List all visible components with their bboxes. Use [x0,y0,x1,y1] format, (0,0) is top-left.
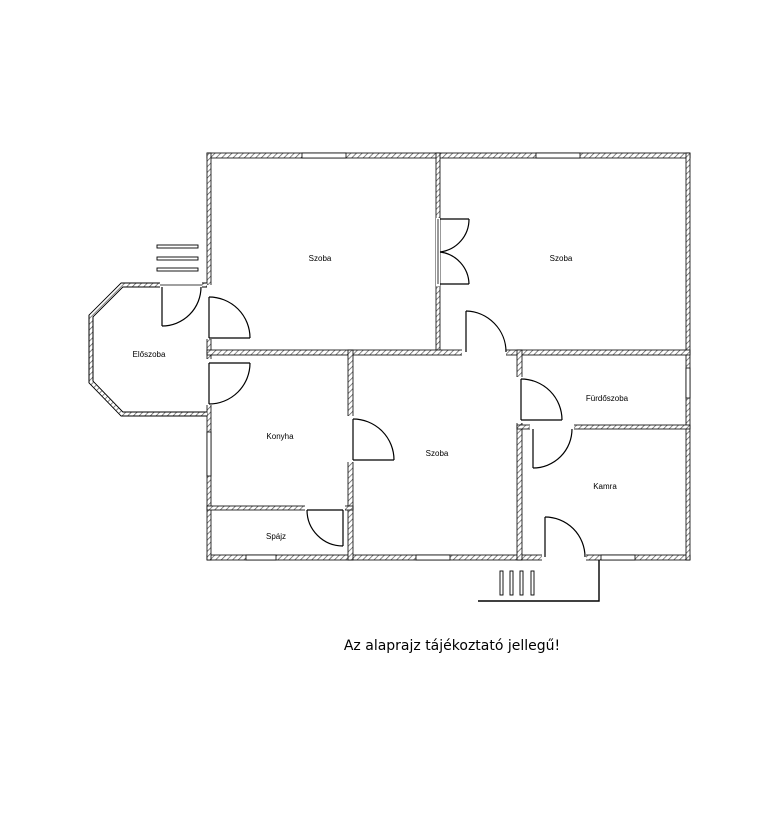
wall-konyha-spajz [206,505,354,511]
eloszoba-bay [88,282,207,417]
door [160,284,202,327]
room-label-szoba-1: Szoba [309,254,332,263]
door [465,310,507,353]
room-labels: Szoba Szoba Előszoba Konyha Szoba Fürdős… [133,254,629,541]
rear-steps [499,570,535,596]
step [156,267,199,272]
window [415,554,451,561]
door [208,296,251,339]
doors [208,218,586,558]
step [156,244,199,249]
entrance-steps [156,244,199,272]
step [530,570,535,596]
windows [206,152,691,561]
door [544,516,586,558]
step [499,570,504,596]
wall-furdo-kamra [516,424,691,430]
double-door [437,218,470,285]
disclaimer-text: Az alaprajz tájékoztató jellegű! [343,638,561,654]
step [156,256,199,261]
room-label-szoba-2: Szoba [550,254,573,263]
outer-wall-top [206,152,691,159]
window [685,367,691,399]
window [600,554,636,561]
room-label-eloszoba: Előszoba [133,350,166,359]
step [519,570,524,596]
wall-szoba3-right [516,349,523,561]
window [535,152,581,159]
door [352,418,395,461]
outer-wall-left [206,152,212,561]
door [532,428,573,469]
room-label-furdoszoba: Fürdőszoba [586,394,629,403]
room-label-szoba-3: Szoba [426,449,449,458]
walls [206,152,691,561]
door [306,509,344,547]
wall-horizontal-middle [206,349,691,356]
terrace-edge [478,560,600,602]
room-label-spajz: Spájz [266,532,286,541]
window [245,554,277,561]
door [520,378,563,421]
window [206,431,212,477]
window [301,152,347,159]
room-label-kamra: Kamra [593,482,617,491]
step [509,570,514,596]
door [208,362,251,405]
room-label-konyha: Konyha [266,432,294,441]
outer-wall-right [685,152,691,561]
